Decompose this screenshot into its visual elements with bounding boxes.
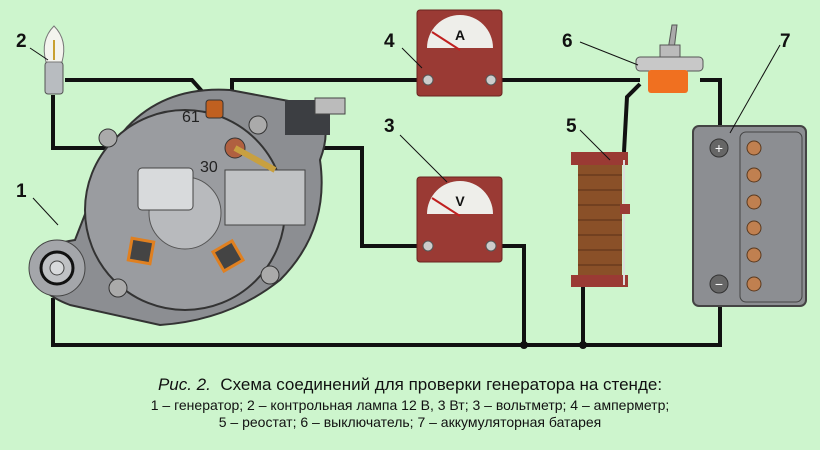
ammeter-symbol: A (455, 27, 465, 43)
battery: + − (692, 125, 807, 307)
caption-title-text: Схема соединений для проверки генератора… (220, 375, 663, 394)
wire-lamp-to-voltmeter (51, 95, 428, 248)
junction (579, 341, 587, 349)
ammeter: A (416, 9, 503, 97)
label-3: 3 (384, 116, 395, 137)
label-6: 6 (562, 31, 573, 52)
toggle-switch (635, 24, 704, 93)
generator: 61 30 (28, 88, 346, 327)
battery-plus: + (715, 140, 723, 156)
wire-switch-to-battery (700, 78, 722, 140)
junction (520, 341, 528, 349)
label-5: 5 (566, 116, 577, 137)
terminal-61-label: 61 (182, 109, 200, 126)
voltmeter-symbol: V (455, 193, 465, 209)
label-2: 2 (16, 31, 27, 52)
label-7: 7 (780, 31, 791, 52)
control-lamp (43, 25, 65, 95)
terminal-61 (205, 99, 224, 119)
battery-minus: − (715, 276, 723, 292)
caption-line-2: 5 – реостат; 6 – выключатель; 7 – аккуму… (218, 414, 602, 430)
caption-fig-prefix: Рис. 2. (157, 375, 211, 394)
label-4: 4 (384, 31, 395, 52)
wire-ground (51, 292, 722, 347)
caption-title: Рис. 2. Схема соединений для проверки ге… (0, 375, 820, 395)
voltmeter: V (416, 176, 503, 263)
label-1: 1 (16, 181, 27, 202)
rheostat (571, 152, 630, 287)
wire-switch-to-rheostat (622, 82, 642, 153)
terminal-30-label: 30 (200, 159, 218, 176)
caption-line-1: 1 – генератор; 2 – контрольная лампа 12 … (150, 397, 670, 413)
